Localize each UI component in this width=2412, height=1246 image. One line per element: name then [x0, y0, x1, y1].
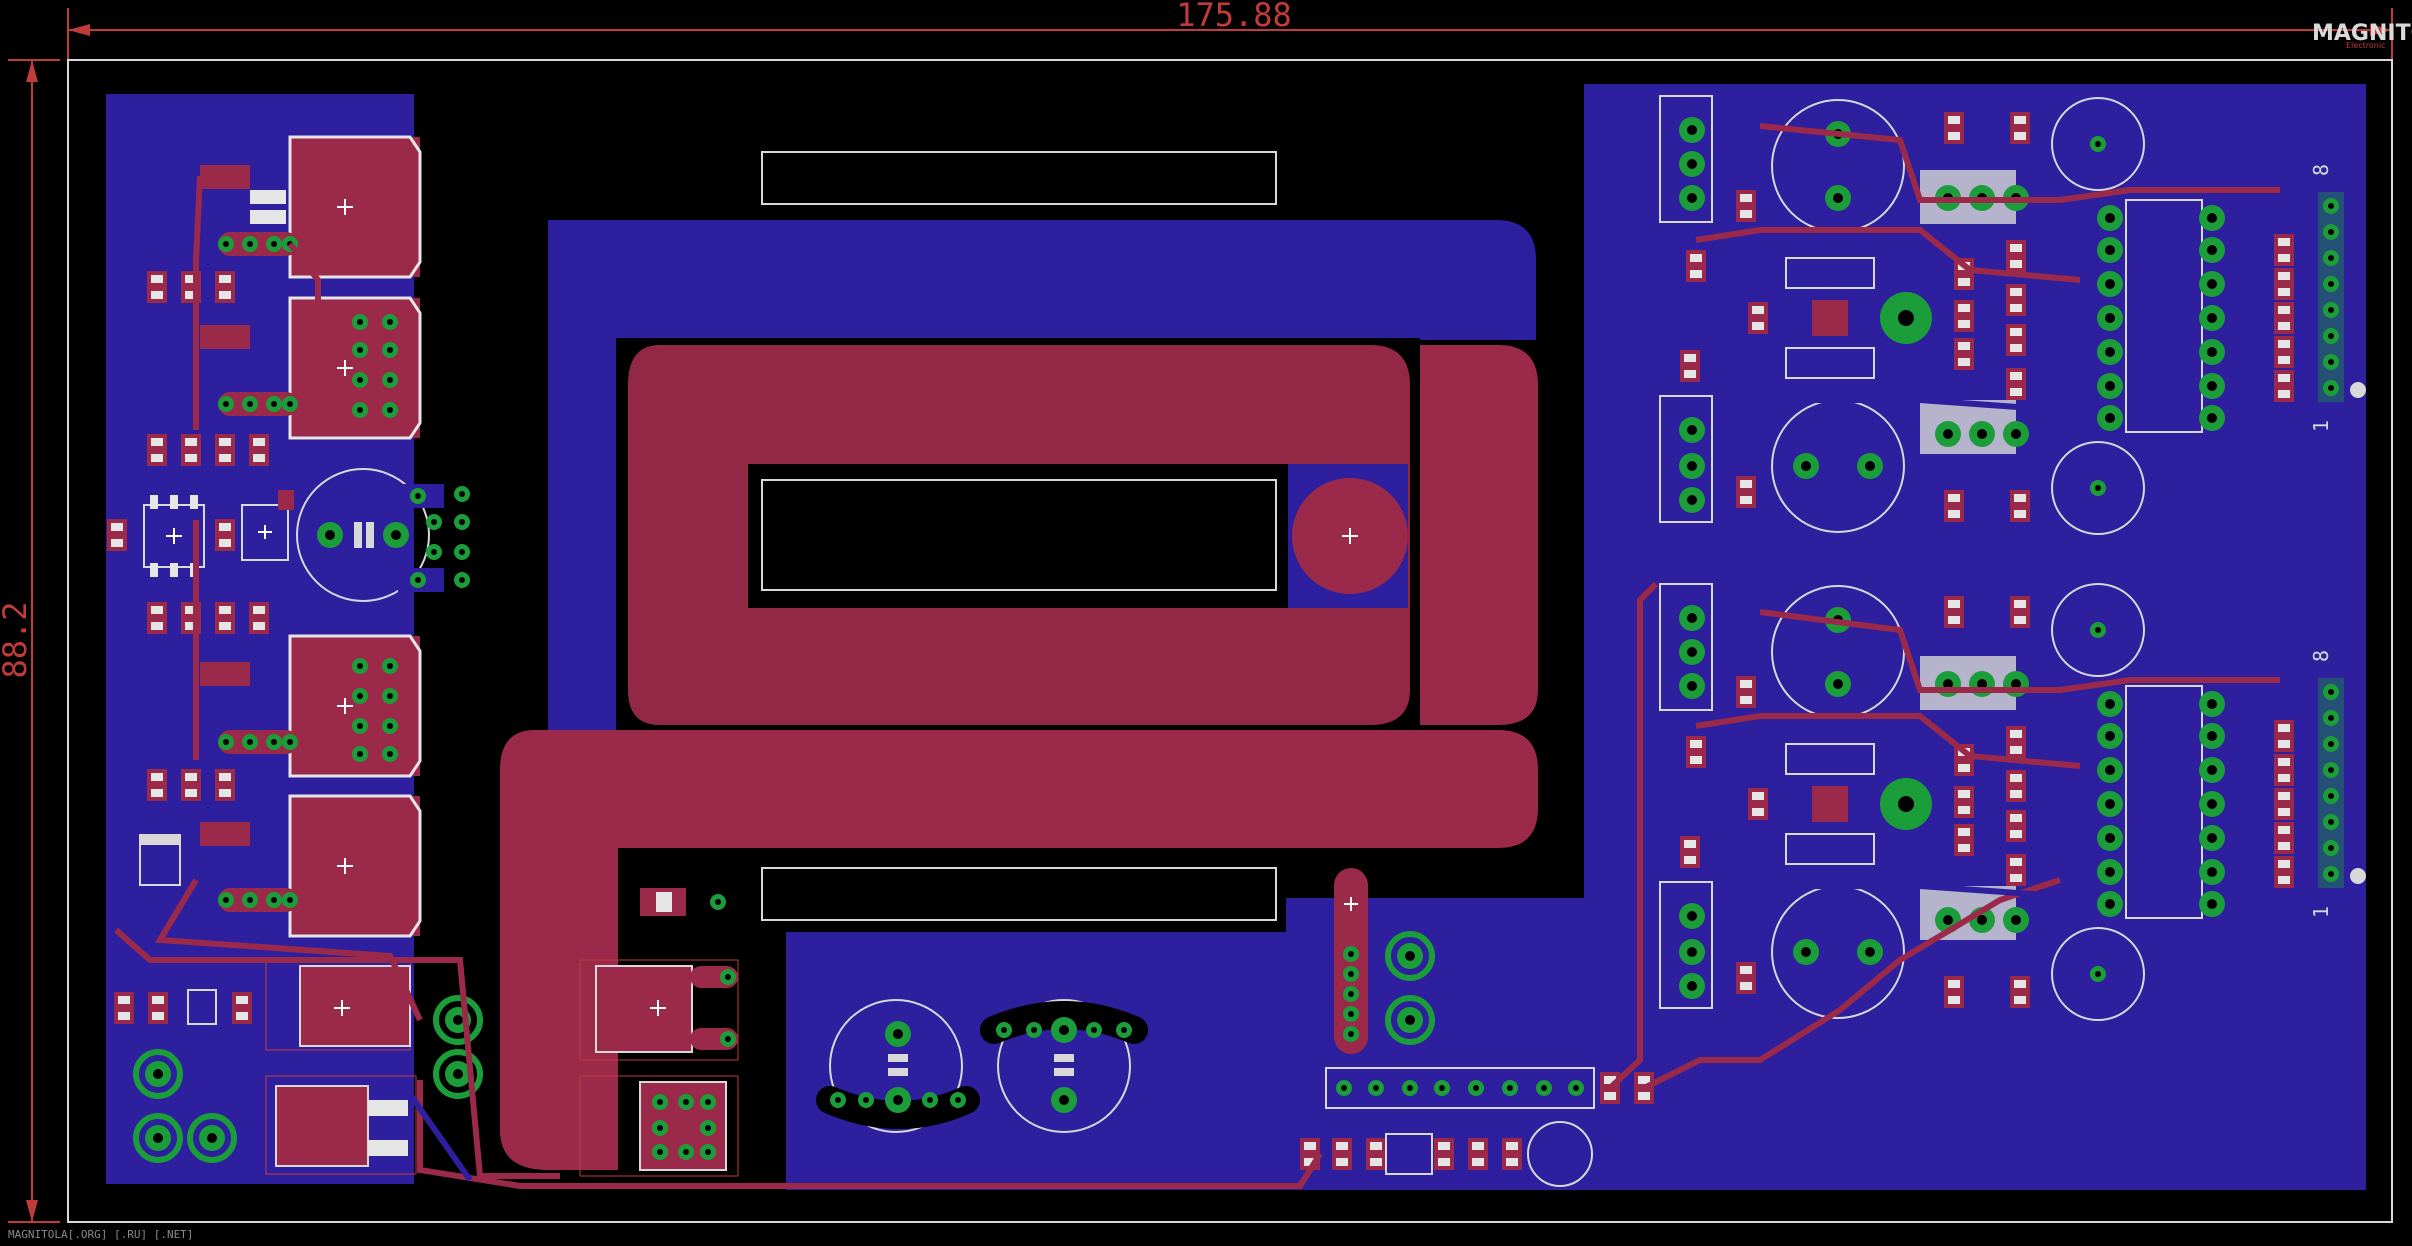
electrolytic-capacitor-left[interactable] — [296, 468, 430, 602]
amplifier-channel-lower[interactable] — [1659, 583, 2366, 1021]
width-dimension-label: 175.88 — [1176, 0, 1292, 34]
height-dimension-label: 88.2 — [0, 601, 34, 678]
height-dimension — [8, 59, 60, 1223]
power-transistor-q1[interactable] — [200, 135, 422, 279]
regulator-u5[interactable] — [579, 1075, 739, 1177]
connector-upper-pin8-label: 8 — [2309, 164, 2333, 176]
silk-outline-top — [761, 151, 1277, 205]
diode-d1[interactable] — [640, 888, 726, 916]
regulator-u2[interactable] — [265, 959, 411, 1051]
header-connector-bottom[interactable] — [1300, 1067, 1654, 1187]
trimmer-pads-left[interactable] — [398, 484, 470, 592]
regulator-u3[interactable] — [265, 1075, 417, 1175]
transistor-small-left[interactable] — [241, 490, 294, 561]
amplifier-channel-upper[interactable] — [1659, 95, 2366, 535]
power-input-pads[interactable] — [133, 995, 483, 1163]
copper-traces — [114, 123, 2280, 1189]
bottom-traces — [397, 377, 2061, 1182]
filter-capacitor-c1[interactable] — [816, 999, 980, 1133]
transformer-windings — [500, 338, 1538, 1170]
brand-logo-subtitle: Electronic — [2346, 41, 2385, 50]
board-outline — [67, 59, 2393, 1223]
power-transistor-q2[interactable] — [200, 296, 422, 440]
silk-outline-center — [761, 479, 1277, 591]
width-dimension — [67, 8, 2393, 60]
filter-capacitor-c2[interactable] — [980, 999, 1148, 1133]
connector-upper-pin1-label: 1 — [2309, 420, 2333, 432]
test-pad-strip[interactable] — [1334, 868, 1368, 1054]
regulator-u4[interactable] — [579, 959, 739, 1061]
connector-lower-pin8-label: 8 — [2309, 650, 2333, 662]
silk-outline-bottom — [761, 867, 1277, 921]
brand-logo: MAGNITOLA — [2312, 21, 2412, 46]
connector-lower-pin1-label: 1 — [2309, 906, 2333, 918]
bypass-pads-center[interactable] — [1385, 931, 1435, 1045]
power-transistor-q3[interactable] — [200, 634, 422, 778]
smd-resistor-array-bottom-left[interactable] — [114, 989, 252, 1025]
transformer-mount-hole — [1342, 528, 1358, 544]
power-transistor-q4[interactable] — [200, 794, 422, 938]
diode-left[interactable] — [139, 834, 181, 886]
footer-url: MAGNITOLA[.ORG] [.RU] [.NET] — [8, 1228, 193, 1241]
